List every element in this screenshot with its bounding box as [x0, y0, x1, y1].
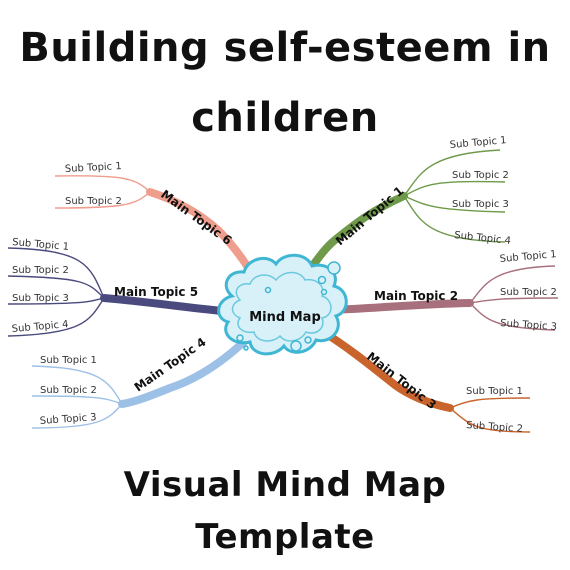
bubble-decoration [236, 334, 244, 342]
sub-topic-label: Sub Topic 3 [12, 293, 69, 304]
footer-line-2: Template [195, 517, 375, 557]
sub-topic-label: Sub Topic 1 [466, 386, 523, 397]
cloud-inner-outline [231, 271, 332, 342]
central-node: Mind Map [217, 253, 348, 356]
main-topic-5-label: Main Topic 5 [114, 285, 198, 299]
bubble-decoration [243, 345, 249, 351]
subline-t6-s1 [54, 175, 151, 193]
branch-main-topic-4 [118, 334, 252, 408]
sub-topic-label: Sub Topic 1 [65, 161, 122, 175]
bubble-decoration [317, 275, 327, 285]
branch-main-topic-5 [100, 294, 236, 316]
sub-topic-label: Sub Topic 2 [65, 196, 122, 207]
subline-t1-s4 [403, 195, 506, 243]
subline-t5-s4 [7, 297, 105, 337]
sub-topic-label: Sub Topic 4 [454, 230, 512, 247]
main-topic-3-label: Main Topic 3 [364, 349, 439, 412]
subline-t1-s3 [403, 195, 506, 213]
sub-topic-label: Sub Topic 1 [499, 249, 557, 265]
main-topic-1-label: Main Topic 1 [333, 184, 406, 249]
subline-t6-s2 [54, 191, 151, 209]
title-line-2: children [191, 95, 379, 141]
sub-topic-label: Sub Topic 3 [452, 199, 509, 210]
subline-t1-s2 [403, 180, 506, 197]
sub-topic-label: Sub Topic 1 [449, 135, 507, 151]
subline-t4-s3 [31, 403, 123, 429]
subline-t5-s3 [7, 297, 105, 305]
branch-main-topic-2 [326, 299, 474, 314]
sub-topic-label: Sub Topic 2 [452, 170, 509, 181]
subline-t2-s1 [469, 265, 556, 304]
main-topic-6-label: Main Topic 6 [158, 187, 234, 248]
subline-t2-s2 [469, 297, 559, 304]
subline-t3-s2 [449, 407, 531, 433]
bubble-decoration [327, 261, 341, 275]
sub-topic-label: Sub Topic 1 [12, 237, 70, 253]
subline-t5-s1 [7, 247, 105, 299]
sub-topic-label: Sub Topic 2 [466, 420, 524, 435]
bubble-decoration [264, 286, 272, 294]
subline-t2-s3 [469, 302, 556, 331]
main-topic-2-label: Main Topic 2 [374, 289, 458, 303]
subline-t5-s2 [7, 275, 105, 299]
branch-main-topic-3 [316, 326, 454, 412]
sub-topic-label: Sub Topic 2 [40, 385, 97, 396]
subline-t4-s1 [31, 365, 123, 405]
subline-t4-s2 [31, 395, 123, 405]
sub-topic-label: Sub Topic 4 [11, 319, 69, 335]
bubble-decoration [320, 288, 328, 296]
bubble-decoration [304, 336, 312, 344]
sub-topic-label: Sub Topic 3 [500, 318, 558, 333]
sub-topic-label: Sub Topic 2 [500, 287, 557, 298]
bubble-decoration [290, 340, 302, 352]
sub-topic-label: Sub Topic 2 [12, 265, 69, 276]
subline-t1-s1 [403, 149, 501, 197]
title-line-1: Building self-esteem in [19, 25, 551, 71]
sub-topic-label: Sub Topic 3 [39, 412, 97, 427]
footer-line-1: Visual Mind Map [123, 465, 447, 505]
subline-t3-s1 [449, 397, 531, 409]
center-label: Mind Map [249, 310, 321, 325]
sub-topic-label: Sub Topic 1 [40, 355, 97, 366]
